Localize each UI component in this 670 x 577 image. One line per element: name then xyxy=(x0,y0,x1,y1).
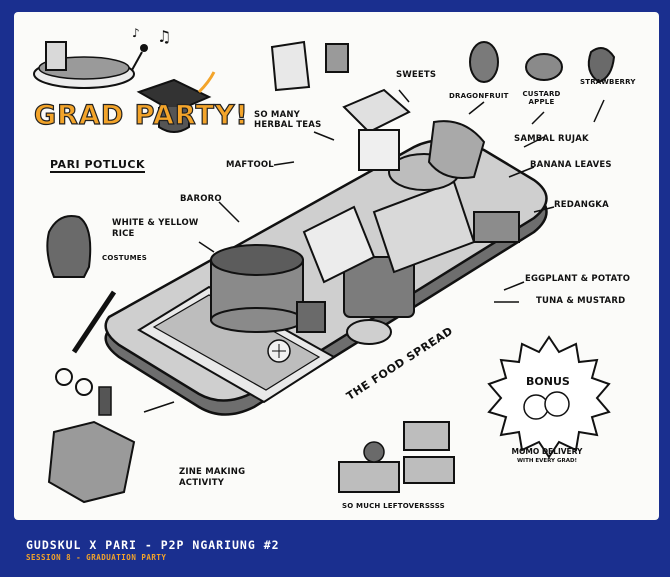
svg-text:♪: ♪ xyxy=(132,26,140,40)
footer-subtitle: SESSION 8 - GRADUATION PARTY xyxy=(26,553,167,562)
label-costumes: COSTUMES xyxy=(102,254,147,262)
label-maftool: MAFTOOL xyxy=(226,160,274,170)
page-subtitle: PARI POTLUCK xyxy=(50,158,146,173)
plates-stack xyxy=(33,41,135,89)
label-zine-making: ZINE MAKING ACTIVITY xyxy=(179,467,246,488)
label-redangka: REDANGKA xyxy=(554,200,609,210)
zine-tools xyxy=(47,290,136,504)
page-title: GRAD PARTY! xyxy=(33,100,249,131)
microphone-notes: ♫ ♪ xyxy=(131,26,171,71)
label-herbal-teas: SO MANY HERBAL TEAS xyxy=(254,110,322,130)
label-custard-apple: CUSTARD APPLE xyxy=(522,90,561,106)
bonus-title: BONUS xyxy=(526,375,570,388)
dishes xyxy=(296,88,520,345)
label-banana-leaves: BANANA LEAVES xyxy=(530,160,612,170)
label-leftovers: SO MUCH LEFTOVERSSSS xyxy=(342,502,445,510)
svg-text:♫: ♫ xyxy=(157,27,171,46)
illustration-drawing: ♫ ♪ xyxy=(33,26,616,504)
label-sambal-rujak: SAMBAL RUJAK xyxy=(514,134,589,144)
bonus-text: MOMO DELIVERY xyxy=(511,447,583,456)
illustration-canvas: ♫ ♪ xyxy=(14,12,659,520)
bonus-starburst xyxy=(487,335,611,459)
label-rice: WHITE & YELLOW RICE xyxy=(112,218,199,239)
label-eggplant-potato: EGGPLANT & POTATO xyxy=(525,274,631,284)
rice-container xyxy=(137,285,336,404)
fruits xyxy=(469,41,616,84)
label-arrows xyxy=(143,89,605,413)
label-baroro: BARORO xyxy=(180,194,222,204)
teapot-mug xyxy=(270,40,349,92)
costume-wig xyxy=(46,215,92,278)
label-dragonfruit: DRAGONFRUIT xyxy=(449,92,509,100)
bonus-subtext: WITH EVERY GRAD! xyxy=(516,458,578,464)
footer-title: GUDSKUL X PARI - P2P NGARIUNG #2 xyxy=(26,538,280,552)
leftover-containers xyxy=(338,421,455,493)
soup-pot xyxy=(210,244,304,333)
label-sweets: SWEETS xyxy=(396,70,437,80)
label-strawberry: STRAWBERRY xyxy=(580,78,636,86)
label-tuna-mustard: TUNA & MUSTARD xyxy=(536,296,626,306)
graduation-cap-icon xyxy=(136,71,216,133)
